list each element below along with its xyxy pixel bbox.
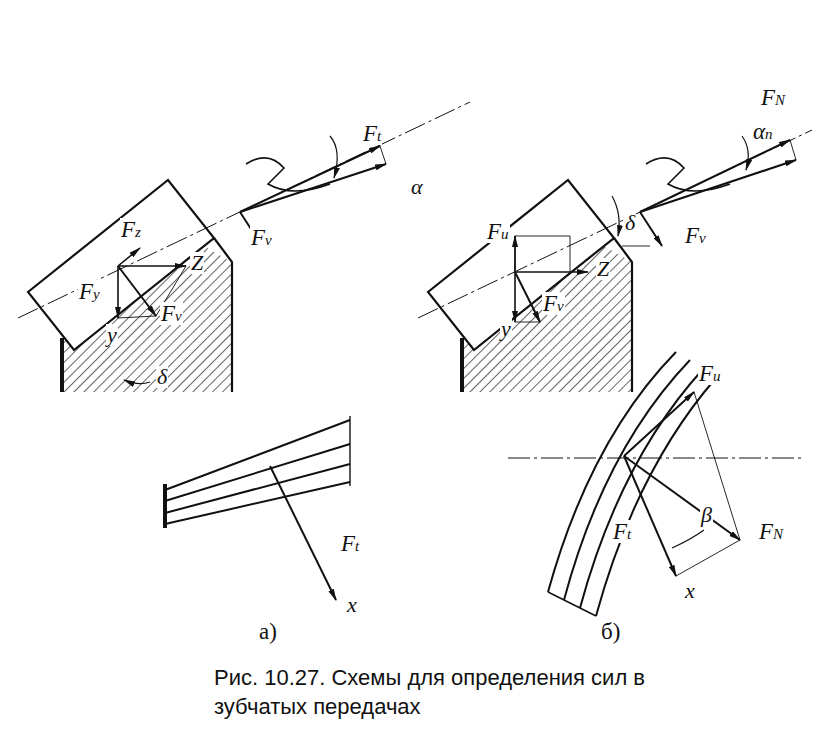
force-label: Ft: [340, 532, 360, 555]
axis-line: [418, 130, 812, 318]
force-arrow: [117, 266, 119, 318]
force-arrow: [515, 272, 540, 322]
gear-section-b: [418, 130, 812, 392]
force-label: Fv: [684, 224, 707, 247]
force-label: б): [600, 620, 621, 643]
force-arrow: [240, 164, 386, 212]
dimension-line: [622, 246, 650, 247]
force-label: Ft: [612, 520, 632, 543]
force-label: x: [346, 594, 358, 616]
force-label: δ: [624, 212, 636, 234]
force-label: x: [684, 580, 696, 602]
figure-caption: Рис. 10.27. Схемы для определения сил в …: [214, 664, 684, 721]
body-edge: [60, 338, 64, 392]
force-label: Ft: [362, 122, 382, 145]
angle-arc: [330, 136, 337, 178]
tooth-line: [165, 420, 350, 524]
angle-arc: [672, 530, 704, 548]
force-label: y: [500, 318, 512, 340]
parallelogram-line: [380, 146, 386, 164]
tooth-end: [349, 416, 350, 486]
force-label: Fy: [78, 280, 101, 303]
force-label: Fz: [120, 218, 142, 241]
force-label: Fu: [698, 362, 722, 385]
body-edge: [214, 238, 232, 392]
force-arrow: [514, 236, 516, 272]
force-label: αn: [752, 120, 774, 143]
body-edge: [460, 338, 464, 392]
force-label: β: [700, 504, 713, 526]
parallelogram-line: [515, 322, 540, 323]
angle-arc: [124, 380, 150, 384]
tooth-outline: [428, 180, 614, 350]
force-arrow: [514, 272, 516, 322]
force-label: Fv: [542, 292, 565, 315]
force-label: y: [106, 324, 118, 346]
force-label: Fu: [486, 220, 510, 243]
force-label: Fv: [250, 226, 273, 249]
force-label: δ: [156, 366, 168, 388]
force-label: FN: [758, 520, 784, 543]
force-arrow: [118, 265, 186, 267]
force-arrow: [270, 466, 336, 600]
force-label: FN: [760, 86, 786, 109]
force-arrow: [640, 212, 662, 246]
force-label: α: [410, 176, 424, 198]
tooth-outline: [28, 180, 214, 350]
force-arrow: [624, 456, 676, 576]
angle-arc: [612, 196, 619, 236]
parallelogram-line: [515, 236, 570, 272]
force-arrow: [640, 160, 796, 212]
axis-line: [18, 102, 470, 318]
tooth-line: [548, 352, 716, 616]
curved-teeth-view: [508, 352, 805, 616]
gear-section-a: [18, 102, 470, 392]
body-edge: [614, 238, 632, 392]
parallelogram-line: [676, 392, 740, 576]
force-label: а): [258, 620, 278, 643]
tooth-end: [548, 592, 596, 616]
force-arrow: [118, 266, 156, 316]
angle-arc: [742, 136, 748, 170]
force-arrow: [515, 271, 588, 273]
axis-line: [508, 458, 805, 459]
force-arrow: [624, 392, 694, 456]
tooth-end: [163, 484, 167, 528]
force-label: Fv: [160, 302, 183, 325]
straight-teeth-view: [165, 416, 350, 600]
force-arrow: [640, 140, 790, 212]
force-arrow: [118, 248, 140, 266]
force-label: Z: [190, 252, 204, 274]
force-arrow: [240, 146, 380, 212]
force-label: Z: [596, 258, 610, 280]
parallelogram-line: [790, 140, 796, 160]
